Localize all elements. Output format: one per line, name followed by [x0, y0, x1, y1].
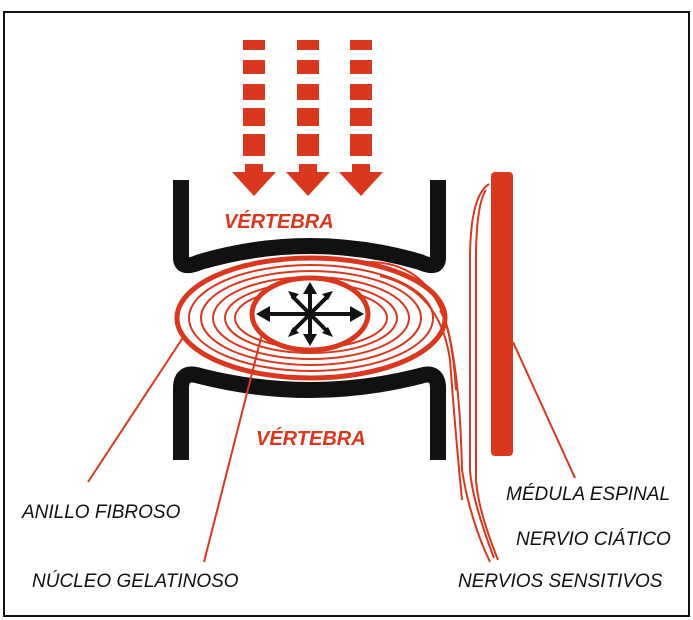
spinal-cord: [491, 172, 513, 456]
label-vertebra-top: VÉRTEBRA: [224, 210, 334, 233]
label-nervio-ciatico: NERVIO CIÁTICO: [516, 529, 671, 550]
label-medula-espinal: MÉDULA ESPINAL: [506, 484, 670, 505]
label-vertebra-bottom: VÉRTEBRA: [256, 427, 366, 450]
label-anillo-fibroso: ANILLO FIBROSO: [21, 502, 181, 523]
label-nervios-sensitivos: NERVIOS SENSITIVOS: [458, 571, 663, 592]
label-nucleo-gelatinoso: NÚCLEO GELATINOSO: [32, 570, 239, 592]
down-arrow-dashed-icon: [232, 40, 383, 196]
